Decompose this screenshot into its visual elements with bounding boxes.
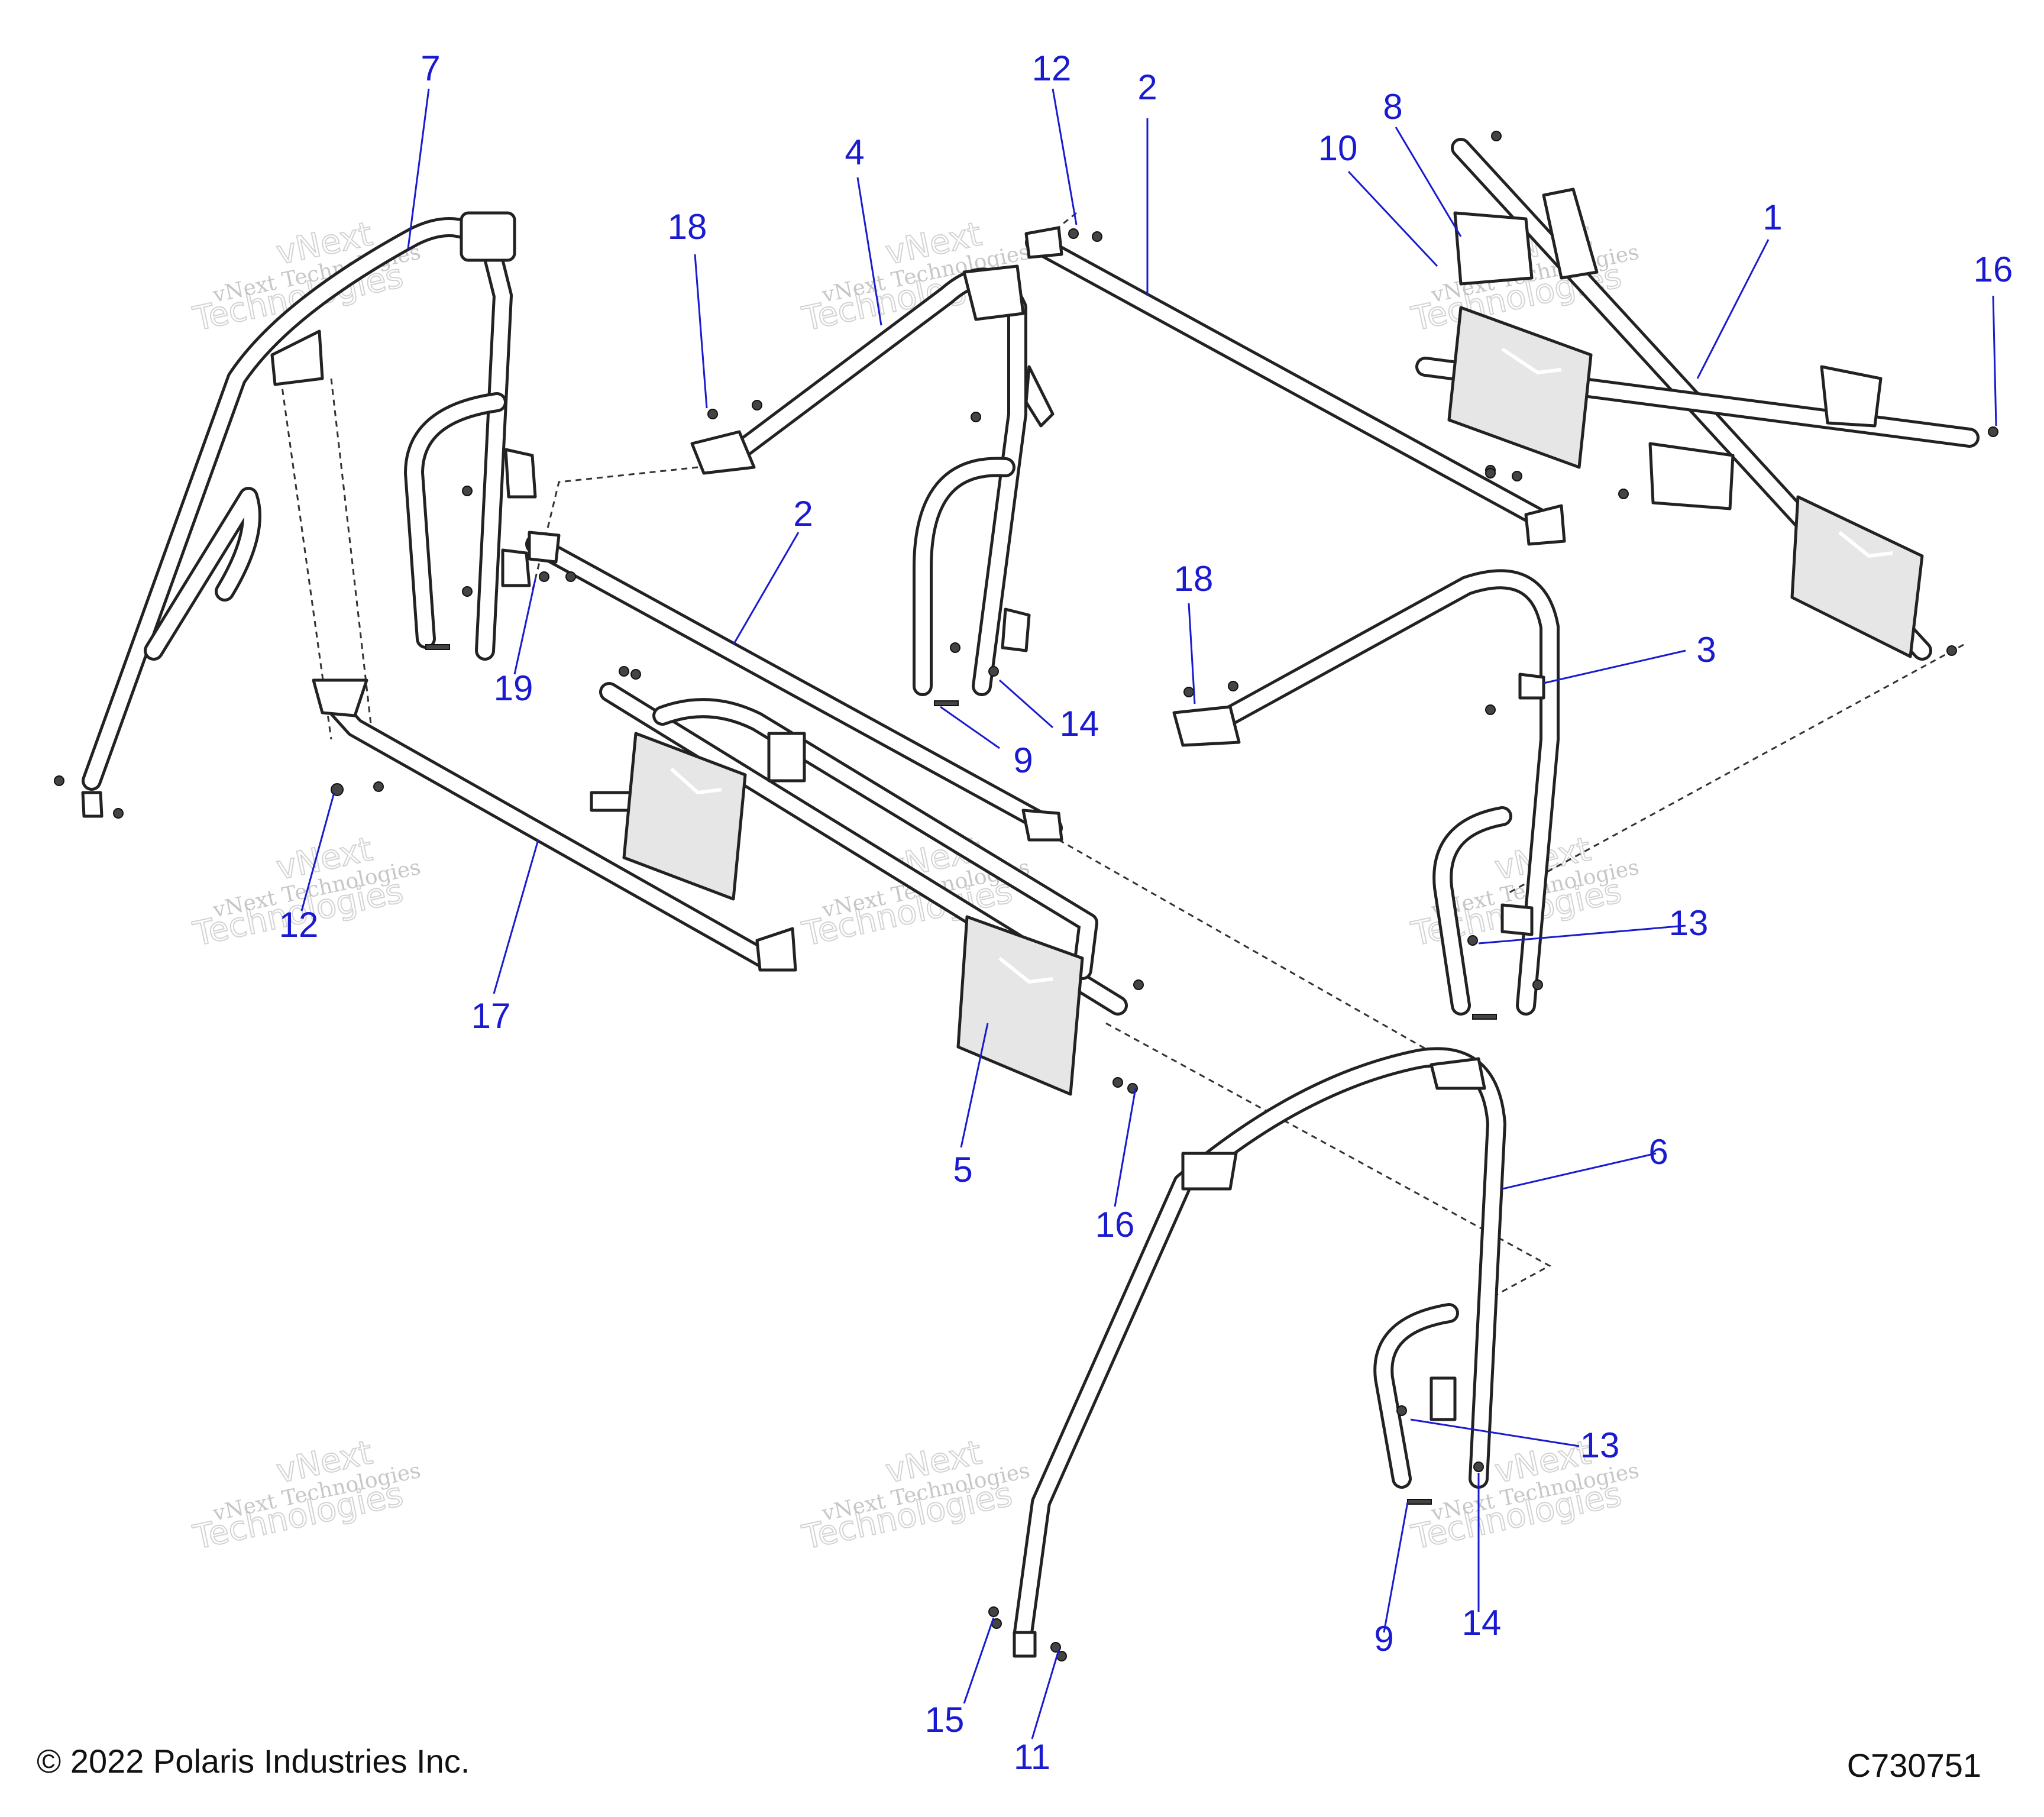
callout-13-bottom: 13: [1580, 1425, 1620, 1465]
callout-3: 3: [1696, 630, 1716, 670]
callout-6: 6: [1648, 1132, 1668, 1172]
callout-15: 15: [925, 1700, 965, 1740]
callout-5: 5: [953, 1150, 972, 1189]
watermark-bottom-center: vNext vNext Technologies Technologies: [798, 1433, 1032, 1557]
callout-8: 8: [1383, 87, 1402, 127]
callout-17: 17: [471, 996, 511, 1036]
part-17-lower-bar: [312, 678, 797, 972]
part-7-front-hoop-left: [54, 211, 537, 819]
guide-line: [1508, 644, 1964, 894]
callout-16-bottom: 16: [1095, 1205, 1135, 1244]
callout-14-bottom: 14: [1462, 1603, 1502, 1643]
part-5-front-member: [590, 666, 1144, 1096]
callout-18-left: 18: [668, 207, 707, 247]
rear-plates: [1447, 306, 1924, 658]
part-4-center-hoop: [690, 264, 1055, 706]
callout-14-top: 14: [1060, 704, 1099, 743]
part-2-upper-crossbar: [1024, 226, 1566, 546]
callout-18-right: 18: [1174, 559, 1214, 599]
guide-line: [531, 466, 698, 592]
guide-line: [1105, 1022, 1552, 1302]
plate: [1447, 306, 1593, 469]
callout-2-mid: 2: [793, 494, 813, 534]
plate: [622, 732, 747, 901]
drawing-number: C730751: [1846, 1747, 1981, 1784]
plate: [1790, 495, 1924, 658]
callout-12-top: 12: [1032, 49, 1072, 88]
assembly-guide-lines: [280, 212, 1964, 1302]
leader-lines: [300, 88, 1997, 1740]
part-3-right-hoop: [1172, 569, 1560, 1020]
part-2-lower-crossbar: [525, 531, 1063, 842]
watermark-bottom-left: vNext vNext Technologies Technologies: [189, 1433, 423, 1557]
guide-line: [1058, 839, 1444, 1060]
callout-1: 1: [1762, 198, 1782, 237]
callout-4: 4: [845, 132, 864, 172]
callout-19: 19: [494, 668, 533, 708]
callout-2-top: 2: [1137, 67, 1157, 107]
callout-13-top: 13: [1669, 903, 1709, 943]
callout-9-top: 9: [1013, 741, 1033, 780]
copyright-notice: © 2022 Polaris Industries Inc.: [37, 1742, 470, 1780]
callout-9-bottom: 9: [1374, 1619, 1393, 1658]
callout-labels: 7 12 2 4 18 8 10 1 16 2 19 18 3 14 9 12 …: [279, 49, 2013, 1777]
plate: [956, 915, 1084, 1096]
part-6-front-hoop-right: [988, 1047, 1506, 1661]
callout-7: 7: [421, 49, 440, 88]
callout-11: 11: [1014, 1737, 1050, 1777]
callout-16-right: 16: [1974, 250, 2013, 289]
callout-12-bottom: 12: [279, 905, 319, 945]
callout-10: 10: [1318, 128, 1358, 168]
